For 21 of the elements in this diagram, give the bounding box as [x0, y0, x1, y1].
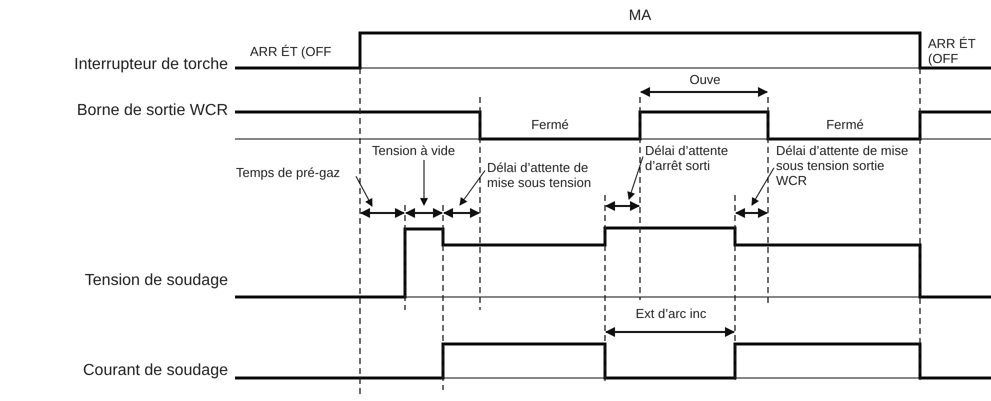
state-label: Fermé [825, 117, 865, 132]
leader-line [752, 167, 774, 206]
leader-line [356, 176, 372, 207]
signal-name: Borne de sortie WCR [76, 102, 228, 120]
state-label: Fermé [530, 117, 570, 132]
leader-line [627, 156, 644, 200]
interval-label: Ext d’arc inc [634, 306, 708, 321]
state-label: MA [628, 8, 652, 23]
state-label: ARR ÉT (OFF [928, 36, 976, 66]
signal-name: Tension de soudage [84, 272, 228, 290]
annotation-text: Délai d’attente de mise sous tension [487, 160, 595, 190]
leader-line [420, 160, 428, 206]
annotation-text: Délai d’attente d’arrêt sorti [645, 143, 731, 173]
annotation-text: Délai d’attente de mise sous tension sortie WCR [776, 143, 914, 188]
leader-line [459, 170, 486, 206]
annotation-text: Temps de pré-gaz [236, 165, 354, 180]
state-label: ARR ÉT (OFF [250, 44, 332, 59]
signal-name: Courant de soudage [82, 362, 228, 380]
signal-name: Interrupteur de torche [73, 56, 228, 74]
state-label: Ouve [688, 72, 722, 87]
annotation-text: Tension à vide [372, 143, 472, 158]
